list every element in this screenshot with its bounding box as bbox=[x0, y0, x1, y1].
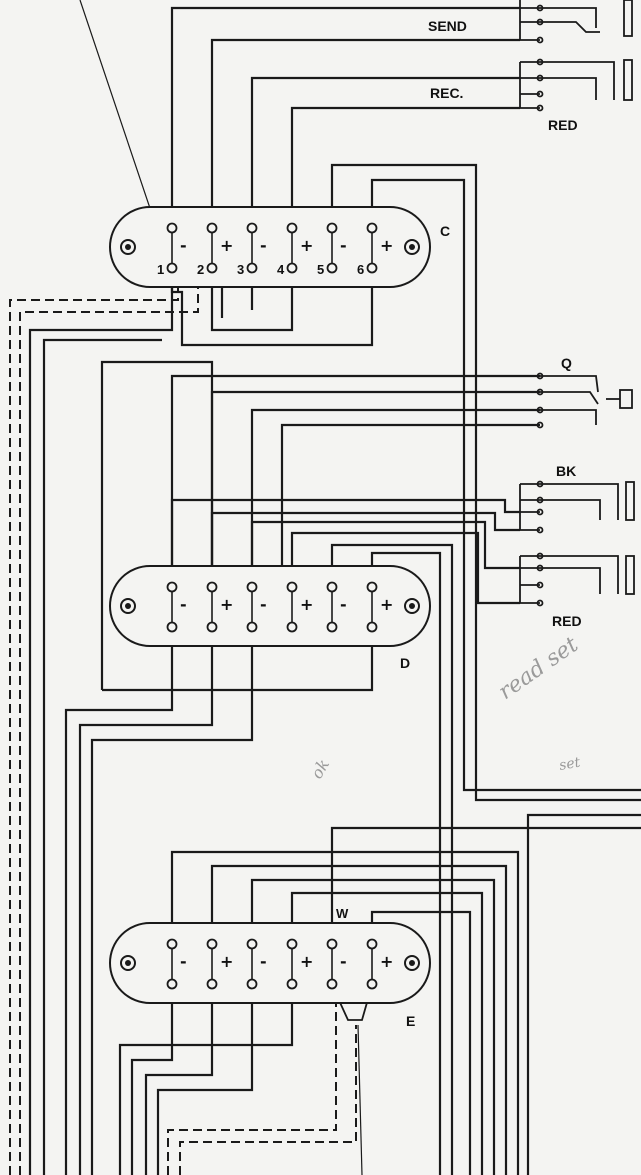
terminal-d-3-top bbox=[246, 581, 258, 593]
mount-hole-icon bbox=[120, 598, 136, 614]
terminal-c-3-bottom bbox=[246, 262, 258, 274]
terminal-e-2-top bbox=[206, 938, 218, 950]
terminal-c-6-top bbox=[366, 222, 378, 234]
terminal-c-5-bottom bbox=[326, 262, 338, 274]
terminal-c-3-top bbox=[246, 222, 258, 234]
mount-hole-icon bbox=[404, 955, 420, 971]
terminal-e-1-top bbox=[166, 938, 178, 950]
mount-hole-icon bbox=[120, 239, 136, 255]
label-bk: BK bbox=[556, 463, 576, 479]
polarity-sign: + bbox=[220, 595, 233, 614]
polarity-sign: + bbox=[300, 236, 313, 255]
polarity-sign: - bbox=[260, 236, 267, 255]
connector-e: - + - + - + bbox=[109, 922, 431, 1004]
polarity-sign: + bbox=[300, 595, 313, 614]
terminal-e-4-bottom bbox=[286, 978, 298, 990]
pin-number: 2 bbox=[197, 262, 204, 277]
terminal-e-6-top bbox=[366, 938, 378, 950]
polarity-sign: + bbox=[220, 236, 233, 255]
jack-q bbox=[536, 372, 633, 429]
terminal-d-5-bottom bbox=[326, 621, 338, 633]
label-send: SEND bbox=[428, 18, 467, 34]
terminal-d-3-bottom bbox=[246, 621, 258, 633]
terminal-d-6-top bbox=[366, 581, 378, 593]
terminal-d-4-top bbox=[286, 581, 298, 593]
polarity-sign: - bbox=[260, 595, 267, 614]
terminal-d-5-top bbox=[326, 581, 338, 593]
label-connector-d: D bbox=[400, 655, 410, 671]
polarity-sign: - bbox=[180, 236, 187, 255]
mount-hole-icon bbox=[404, 598, 420, 614]
label-w: W bbox=[336, 906, 349, 921]
label-red-mid: RED bbox=[552, 613, 582, 629]
polarity-sign: - bbox=[260, 952, 267, 971]
pin-number: 1 bbox=[157, 262, 164, 277]
label-q: Q bbox=[561, 355, 572, 371]
pin-number: 4 bbox=[277, 262, 285, 277]
handwritten-note-3: set bbox=[558, 754, 582, 773]
pin-number: 6 bbox=[357, 262, 364, 277]
polarity-sign: - bbox=[180, 952, 187, 971]
terminal-e-3-bottom bbox=[246, 978, 258, 990]
mount-hole-icon bbox=[120, 955, 136, 971]
polarity-sign: - bbox=[340, 236, 347, 255]
polarity-sign: + bbox=[300, 952, 313, 971]
terminal-c-4-top bbox=[286, 222, 298, 234]
terminal-e-2-bottom bbox=[206, 978, 218, 990]
terminal-d-6-bottom bbox=[366, 621, 378, 633]
jack-send bbox=[519, 0, 633, 44]
mount-hole-icon bbox=[404, 239, 420, 255]
jack-bk bbox=[519, 480, 635, 534]
connector-c: -1+2-3+4-5+6 bbox=[109, 206, 431, 288]
terminal-c-4-bottom bbox=[286, 262, 298, 274]
wires bbox=[28, 0, 641, 1175]
jack-rec bbox=[519, 58, 633, 112]
terminal-d-2-bottom bbox=[206, 621, 218, 633]
polarity-sign: - bbox=[340, 595, 347, 614]
terminal-c-2-bottom bbox=[206, 262, 218, 274]
polarity-sign: - bbox=[340, 952, 347, 971]
terminal-c-6-bottom bbox=[366, 262, 378, 274]
terminal-e-3-top bbox=[246, 938, 258, 950]
terminal-c-2-top bbox=[206, 222, 218, 234]
handwritten-note-2: ok bbox=[307, 756, 333, 782]
terminal-d-1-top bbox=[166, 581, 178, 593]
terminal-e-1-bottom bbox=[166, 978, 178, 990]
polarity-sign: + bbox=[220, 952, 233, 971]
polarity-sign: + bbox=[380, 595, 393, 614]
terminal-e-5-bottom bbox=[326, 978, 338, 990]
label-connector-e: E bbox=[406, 1013, 415, 1029]
jack-red-mid bbox=[519, 552, 635, 607]
terminal-d-4-bottom bbox=[286, 621, 298, 633]
terminal-d-1-bottom bbox=[166, 621, 178, 633]
pin-number: 3 bbox=[237, 262, 244, 277]
terminal-c-1-bottom bbox=[166, 262, 178, 274]
polarity-sign: + bbox=[380, 236, 393, 255]
terminal-e-4-top bbox=[286, 938, 298, 950]
terminal-c-5-top bbox=[326, 222, 338, 234]
connector-d: - + - + - + bbox=[109, 565, 431, 647]
pin-number: 5 bbox=[317, 262, 324, 277]
label-connector-c: C bbox=[440, 223, 450, 239]
terminal-d-2-top bbox=[206, 581, 218, 593]
dashed-wires bbox=[9, 268, 357, 1175]
polarity-sign: - bbox=[180, 595, 187, 614]
polarity-sign: + bbox=[380, 952, 393, 971]
label-rec: REC. bbox=[430, 85, 463, 101]
label-red-top: RED bbox=[548, 117, 578, 133]
terminal-e-6-bottom bbox=[366, 978, 378, 990]
terminal-c-1-top bbox=[166, 222, 178, 234]
terminal-e-5-top bbox=[326, 938, 338, 950]
handwritten-note-1: read set bbox=[494, 632, 583, 705]
